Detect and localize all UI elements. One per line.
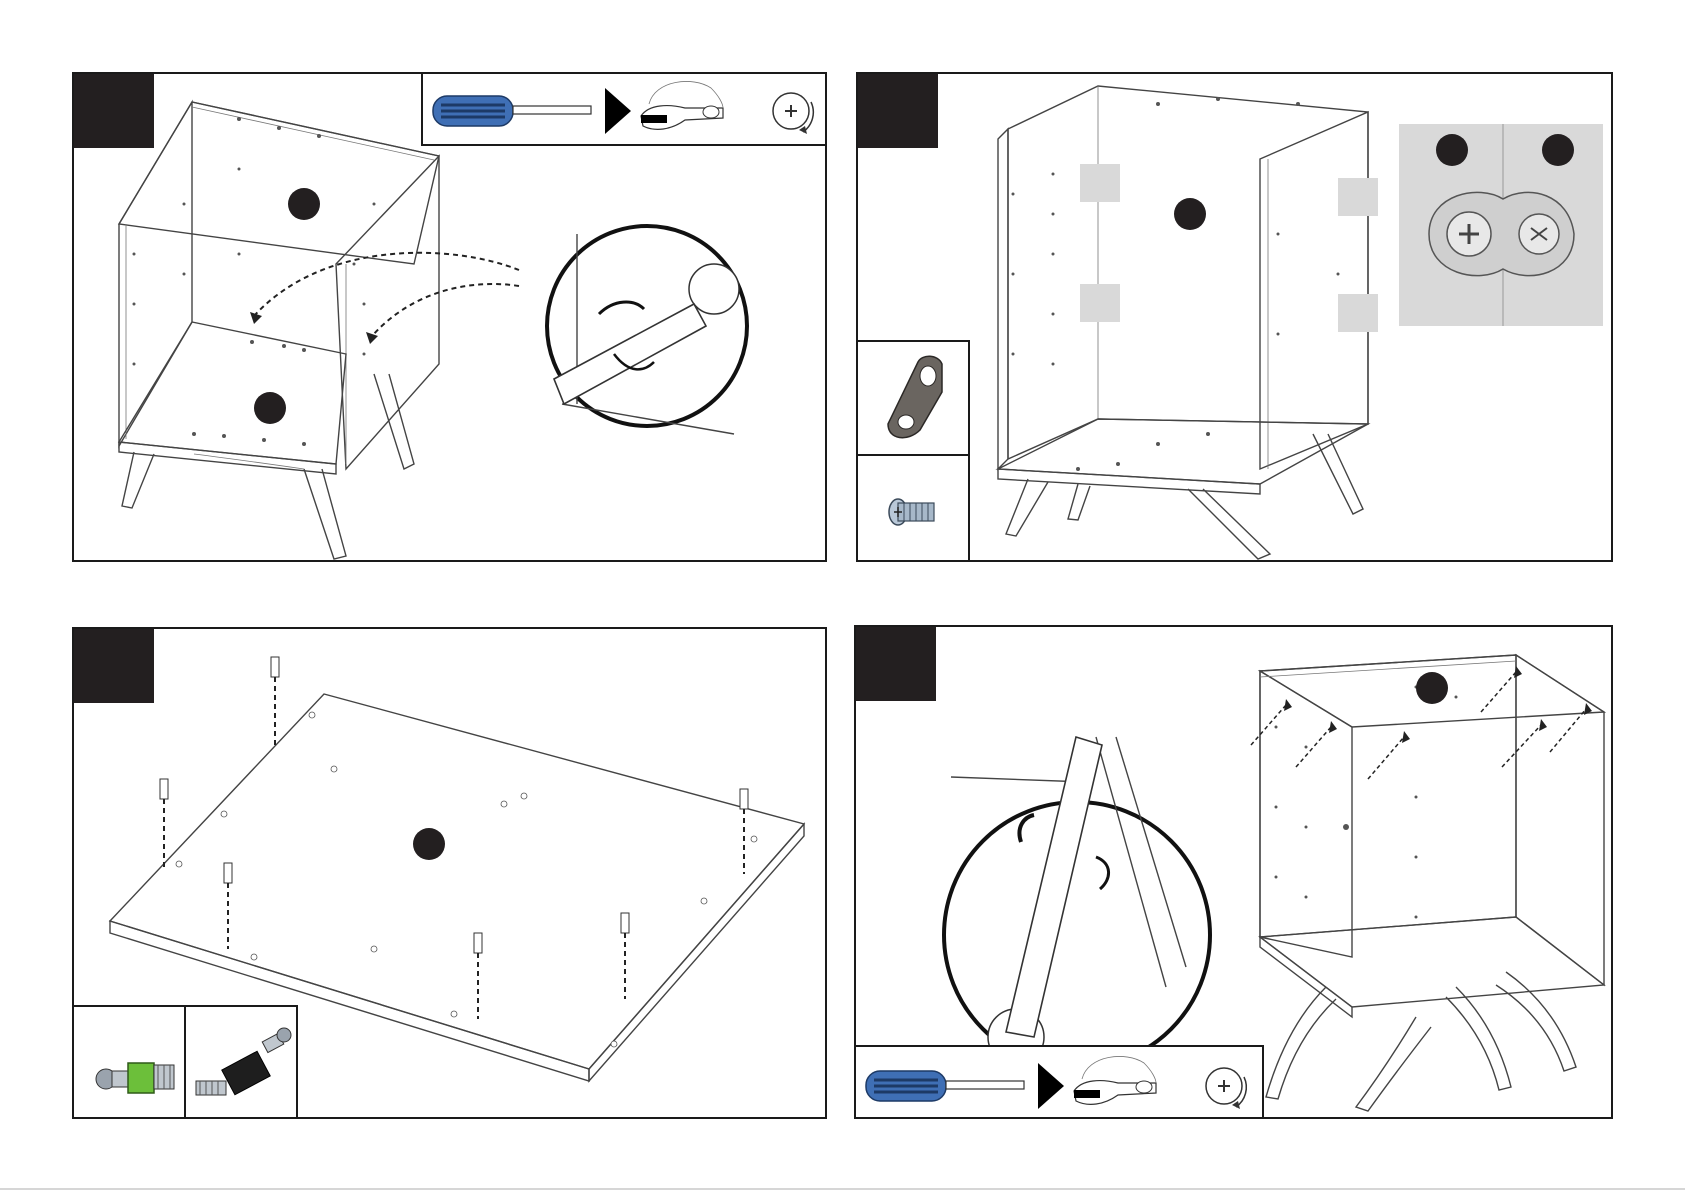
cam-bolt-marker (271, 657, 279, 749)
step-panel-2 (856, 72, 1613, 562)
bracket-position-marker (1080, 284, 1120, 322)
clockwise-rotate-icon (1206, 1068, 1246, 1109)
cam-lock-detail-icon (74, 74, 827, 562)
cam-bolt-marker (160, 779, 168, 869)
hand-turning-icon (1074, 1056, 1156, 1104)
callout-dot (1416, 672, 1448, 704)
cam-bolt-marker (740, 789, 748, 874)
dowel-black-icon (184, 1005, 298, 1119)
bracket-position-marker (1338, 178, 1378, 216)
cam-bolt-marker (474, 933, 482, 1019)
tool-instruction-box (854, 1045, 1264, 1119)
callout-dot (413, 828, 445, 860)
cam-bolt-green-icon (72, 1005, 186, 1119)
l-bracket-icon (856, 340, 970, 456)
step-panel-3 (72, 627, 827, 1119)
callout-dot (1436, 134, 1468, 166)
euro-screw-icon (856, 454, 970, 562)
callout-dot (1174, 198, 1206, 230)
step-panel-4 (854, 625, 1613, 1119)
tool-instruction-graphic (856, 1047, 1266, 1119)
callout-dot (1542, 134, 1574, 166)
step-panel-1 (72, 72, 827, 562)
cam-bolt-marker (224, 863, 232, 949)
screwdriver-icon (866, 1071, 1024, 1101)
bracket-position-marker (1080, 164, 1120, 202)
cam-bolt-marker (621, 913, 629, 999)
play-arrow-icon (1038, 1063, 1064, 1109)
page-footer-line (0, 1188, 1685, 1190)
bracket-position-marker (1338, 294, 1378, 332)
